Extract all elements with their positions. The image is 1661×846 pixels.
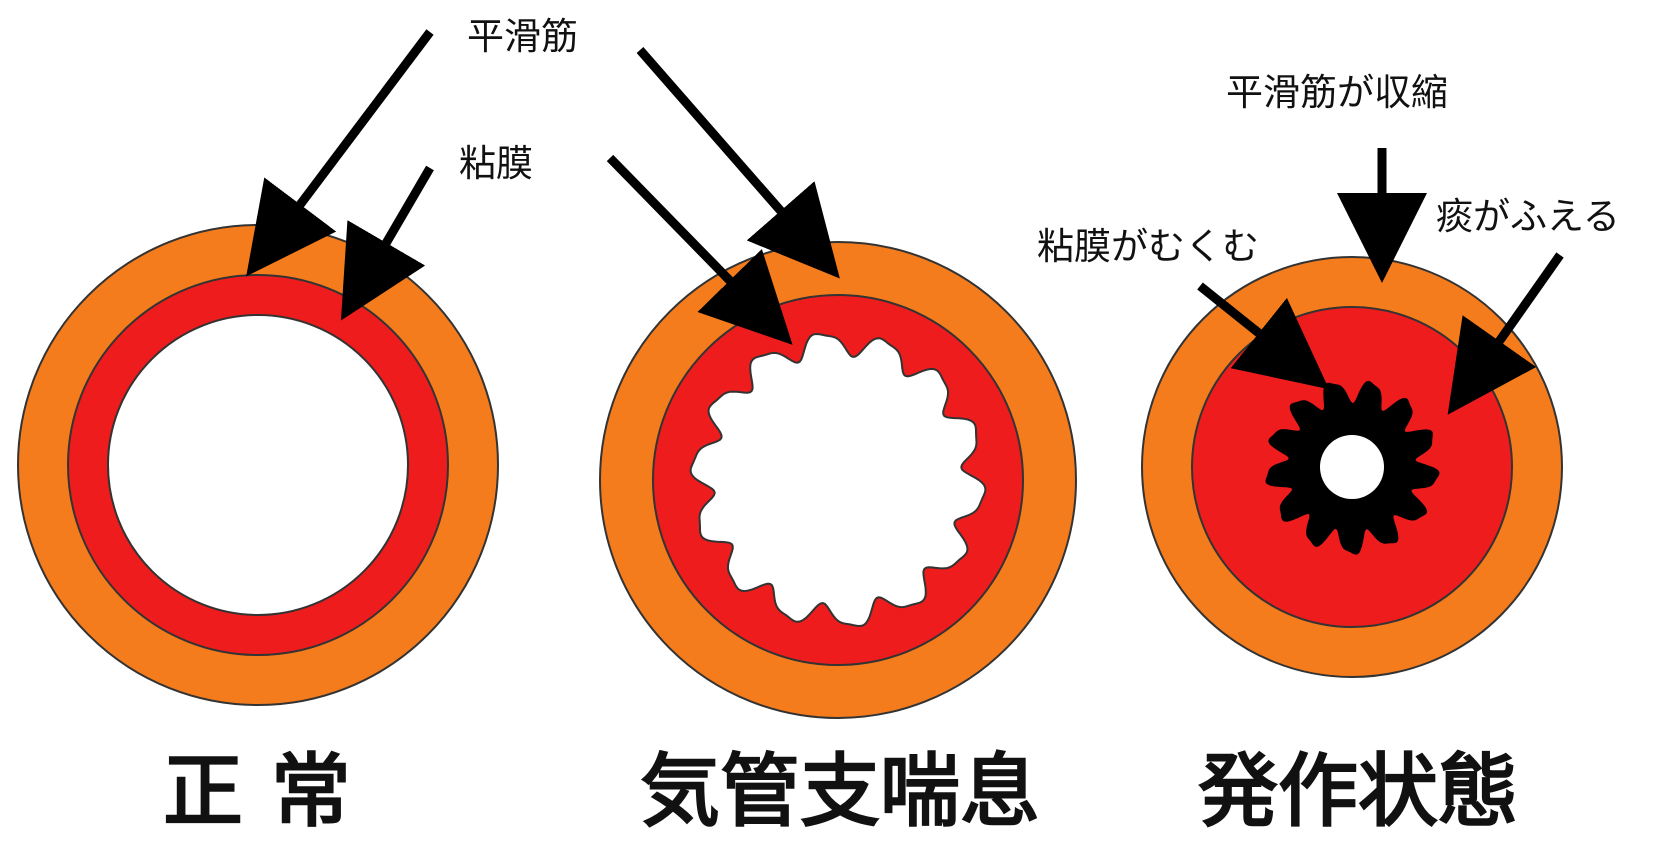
arrow-asthma-smooth-muscle (636, 47, 840, 279)
label-mucosa-swells: 粘膜がむくむ (1033, 226, 1263, 267)
arrow-normal-mucosa (340, 165, 434, 321)
label-smooth-muscle-contracts: 平滑筋が収縮 (1222, 72, 1452, 113)
asthma-airway (599, 241, 1077, 719)
pointer-arrows (246, 29, 1564, 415)
arrow-asthma-mucosa (606, 154, 793, 345)
label-smooth-muscle: 平滑筋 (463, 16, 582, 57)
arrow-sputum (1447, 252, 1564, 415)
title-normal: 正 常 (163, 745, 351, 838)
normal-airway (17, 224, 499, 706)
attack-lumen (1320, 435, 1384, 499)
attack-airway (1141, 256, 1563, 678)
title-asthma: 気管支喘息 (640, 745, 1040, 838)
arrow-normal-smooth-muscle (246, 29, 434, 277)
title-attack: 発作状態 (1198, 745, 1518, 838)
normal-lumen (107, 314, 409, 616)
asthma-wavy-lumen (689, 332, 987, 628)
label-mucosa: 粘膜 (455, 143, 537, 184)
arrow-mucosa-swell (1197, 282, 1330, 390)
label-sputum-increases: 痰がふえる (1432, 196, 1624, 237)
